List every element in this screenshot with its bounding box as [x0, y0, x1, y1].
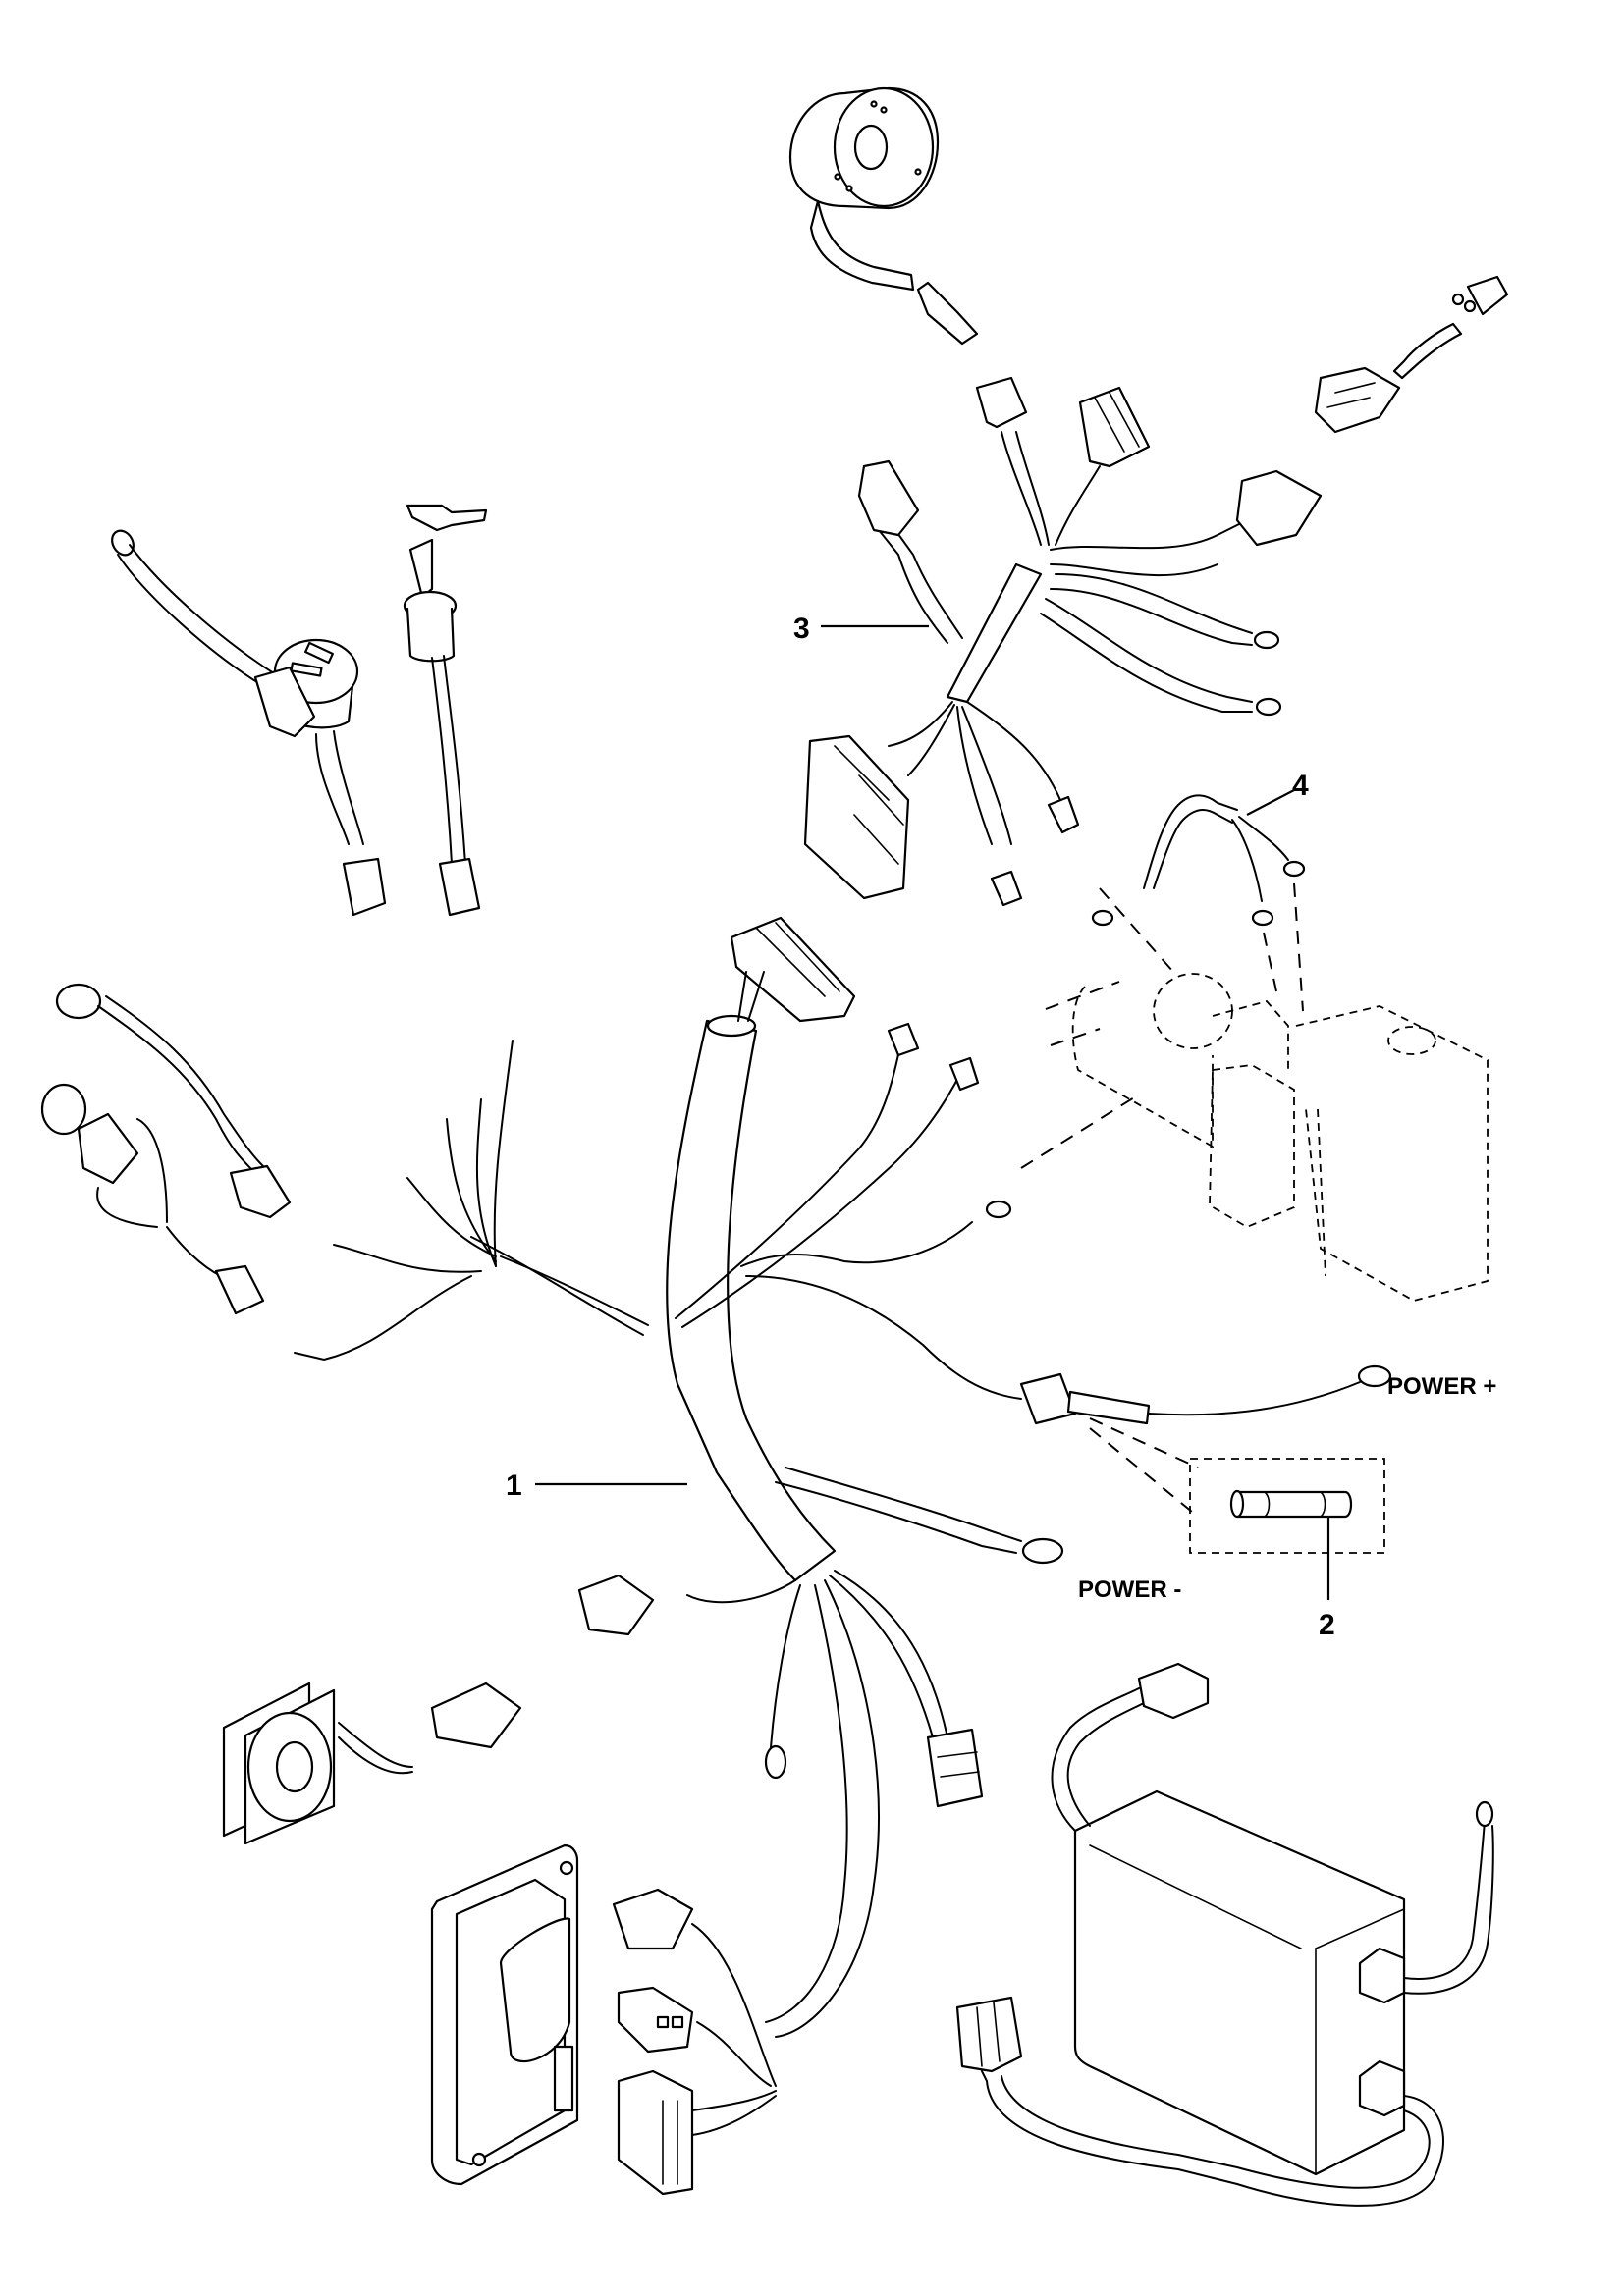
fuse-detail: 2 — [1189, 1458, 1385, 1641]
main-harness-1: POWER + POWER - 1 — [294, 916, 1496, 2038]
callout-3: 3 — [793, 613, 810, 645]
micro-switch — [1314, 275, 1509, 434]
callout-4: 4 — [1292, 770, 1309, 802]
controller-connectors — [612, 1888, 777, 2196]
controller-module — [430, 1843, 579, 2186]
battery-gauge — [273, 638, 387, 917]
key-switch — [403, 504, 488, 917]
battery-charger — [955, 1662, 1494, 2207]
power-plus-label: POWER + — [1387, 1373, 1496, 1400]
callout-1: 1 — [506, 1469, 522, 1502]
sub-harness-3: 3 — [793, 376, 1323, 907]
power-minus-label: POWER - — [1078, 1576, 1181, 1603]
fuse-holder: POWER + — [1019, 1364, 1496, 1518]
temperature-probe — [111, 529, 316, 738]
horn — [55, 983, 292, 1219]
callout-4-leader — [1246, 789, 1295, 816]
callout-2: 2 — [1319, 1609, 1335, 1641]
pump-motor-assembly — [1020, 882, 1489, 1302]
cooling-fan — [222, 1682, 522, 1845]
emergency-stop-button — [40, 1083, 265, 1315]
cylindrical-sensor — [788, 86, 979, 346]
jumper-cable-4: 4 — [1091, 770, 1309, 927]
